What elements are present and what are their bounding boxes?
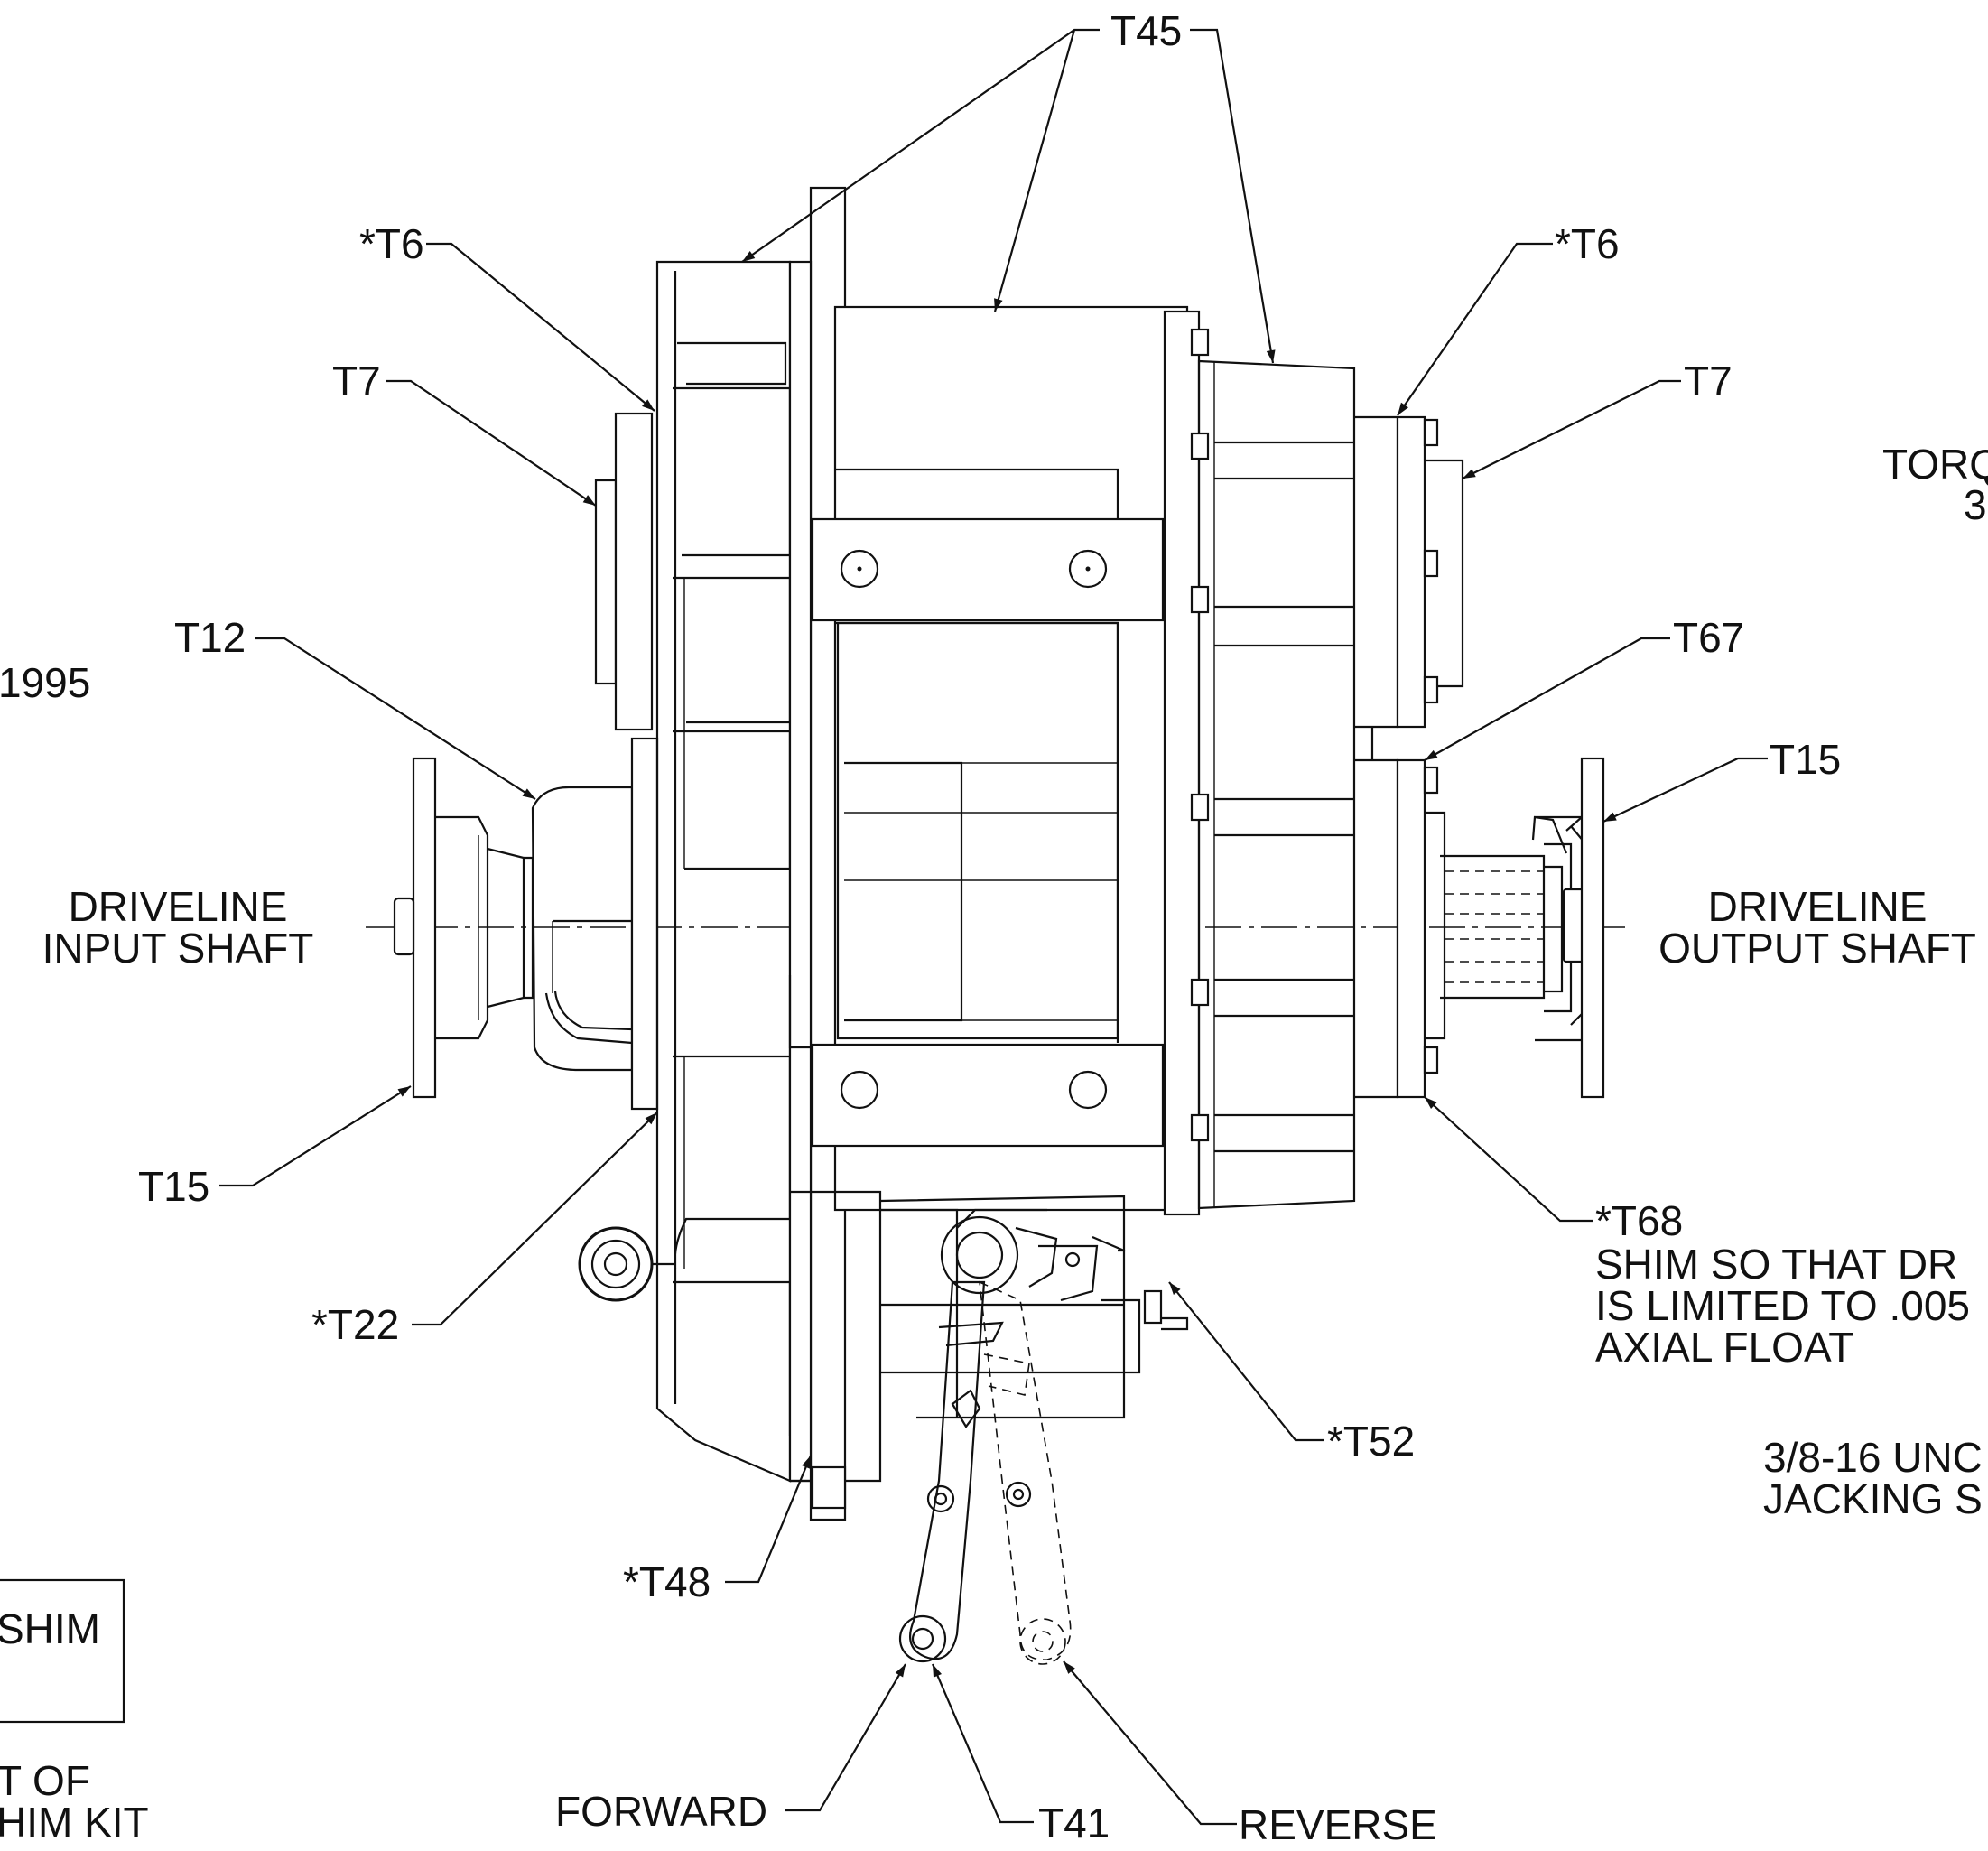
label-t48: *T48 [623,1558,711,1605]
label-input-line1: DRIVELINE [69,883,288,930]
label-t6-right: *T6 [1555,220,1620,267]
shim-box [0,1578,125,1724]
input-bearing-cap [531,786,634,1072]
output-bearing-plates [1354,415,1464,1099]
label-year: 1995 [0,659,90,706]
label-shim-box: SHIM [0,1605,100,1652]
label-t15-left: T15 [138,1163,209,1210]
label-t41: T41 [1038,1800,1110,1846]
main-housing [811,305,1201,1216]
label-torq-2: 3 [1964,481,1987,528]
label-kit-2: HIM KIT [0,1799,149,1846]
label-t15-right: T15 [1770,736,1841,783]
left-cover [594,260,792,1483]
callout-labels: T45 *T6 *T6 T7 T7 TORQ 3 T12 T67 1995 T1… [0,7,1988,1848]
label-output-line2: OUTPUT SHAFT [1658,925,1976,972]
label-input-line2: INPUT SHAFT [42,925,314,972]
reverse-lever [979,1280,1072,1665]
gearbox-body [366,186,1625,1665]
label-kit-1: T OF [0,1757,90,1804]
label-forward: FORWARD [555,1788,767,1835]
label-output-line1: DRIVELINE [1708,883,1928,930]
label-shim-note-3: AXIAL FLOAT [1595,1324,1853,1371]
selector-mechanism [578,1190,1189,1510]
label-t22: *T22 [311,1301,399,1348]
label-unc-1: 3/8-16 UNC [1763,1434,1983,1481]
output-flange [1425,757,1605,1099]
rear-housing [1190,328,1356,1210]
label-t6-left: *T6 [359,220,424,267]
label-t68: *T68 [1595,1197,1683,1244]
label-unc-2: JACKING S [1763,1475,1983,1522]
label-shim-note-2: IS LIMITED TO .005 [1595,1282,1970,1329]
label-reverse: REVERSE [1239,1801,1437,1848]
label-t12: T12 [174,614,246,661]
leader-lines [0,28,1768,1826]
forward-lever [898,1280,1004,1663]
label-torq-1: TORQ [1882,441,1988,488]
label-t7-left: T7 [332,358,381,405]
label-t52: *T52 [1327,1418,1415,1465]
label-t7-right: T7 [1684,358,1733,405]
label-t67: T67 [1673,614,1744,661]
label-t45: T45 [1110,7,1182,54]
label-shim-note-1: SHIM SO THAT DR [1595,1241,1957,1288]
